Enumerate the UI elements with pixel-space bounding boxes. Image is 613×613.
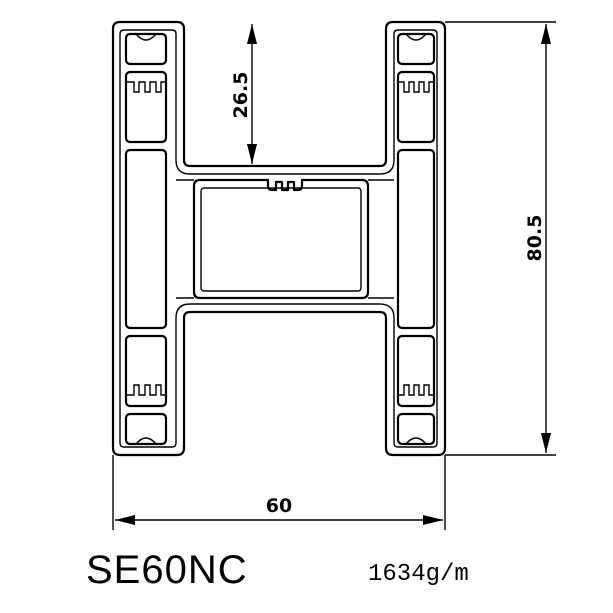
right-lower-tslot — [396, 334, 436, 408]
left-middle-chamber — [124, 148, 168, 330]
right-flange-chambers — [396, 32, 436, 446]
width-dimension: 60 — [112, 455, 446, 530]
right-top-slot — [396, 32, 436, 66]
profile-outline — [111, 20, 447, 457]
right-bottom-slot — [396, 412, 436, 446]
width-dimension-label: 60 — [266, 495, 292, 517]
left-bottom-slot — [124, 412, 168, 446]
profile-model-label: SE60NC — [86, 548, 248, 592]
left-web — [176, 179, 194, 299]
profile-inner-wall — [119, 29, 438, 448]
left-upper-tslot — [124, 70, 168, 144]
left-flange-chambers — [124, 32, 168, 446]
height-dimension: 80.5 — [445, 21, 556, 456]
center-hollow-inner — [200, 187, 362, 292]
height-dimension-label: 80.5 — [524, 215, 546, 262]
cavity-depth-dimension-label: 26.5 — [230, 72, 252, 119]
right-upper-tslot — [396, 70, 436, 144]
right-web — [368, 179, 394, 299]
center-hollow — [192, 178, 370, 300]
right-middle-chamber — [396, 148, 436, 330]
left-lower-tslot — [124, 334, 168, 408]
profile-weight-label: 1634g/m — [368, 561, 469, 588]
cavity-depth-dimension: 26.5 — [230, 24, 257, 164]
left-top-slot — [124, 32, 168, 66]
